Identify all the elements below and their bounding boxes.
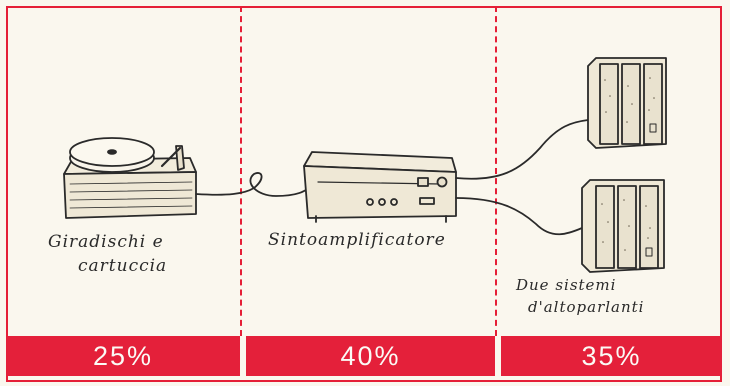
cable-turntable-amp <box>196 173 312 196</box>
cable-amp-speaker-bottom <box>456 198 582 234</box>
label-speakers-line2: d'altoparlanti <box>528 298 644 316</box>
cable-amp-speaker-top <box>456 120 588 179</box>
share-bar-speakers: 35% <box>501 336 722 376</box>
speaker-bottom-illustration <box>582 180 664 272</box>
share-bar-turntable: 25% <box>6 336 240 376</box>
speaker-top-illustration <box>588 58 666 148</box>
turntable-illustration <box>64 138 196 218</box>
share-bar-receiver: 40% <box>246 336 495 376</box>
receiver-illustration <box>304 152 456 222</box>
label-receiver: Sintoamplificatore <box>268 230 446 250</box>
label-speakers-line1: Due sistemi <box>516 276 616 294</box>
label-turntable-line1: Giradischi e <box>48 232 164 252</box>
label-turntable-line2: cartuccia <box>78 256 167 276</box>
